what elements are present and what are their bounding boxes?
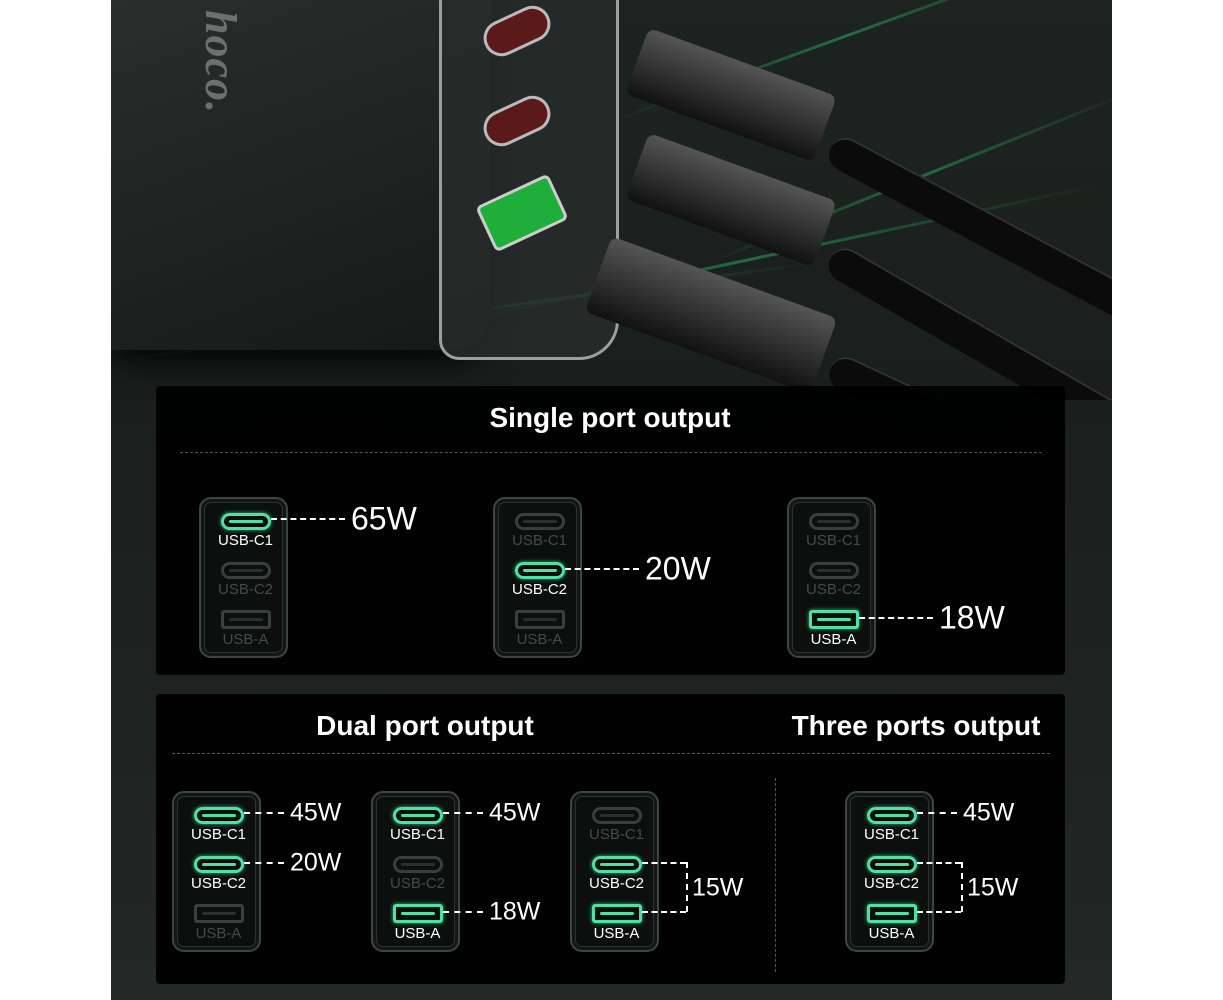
usb-c1-port bbox=[477, 0, 557, 63]
usb-a-port-icon bbox=[867, 904, 917, 923]
usb-a-port-icon bbox=[194, 904, 244, 923]
usb-c-port-icon bbox=[221, 513, 271, 530]
port-label: USB-C1 bbox=[217, 532, 273, 549]
port-label: USB-C2 bbox=[863, 875, 919, 892]
port-label: USB-C2 bbox=[588, 875, 644, 892]
port-label: USB-C1 bbox=[805, 532, 861, 549]
port-label: USB-C2 bbox=[389, 875, 445, 892]
usb-a-port-icon bbox=[809, 610, 859, 629]
connector-line bbox=[917, 862, 961, 864]
connector-line bbox=[642, 862, 686, 864]
port-label: USB-A bbox=[516, 631, 563, 648]
three-ports-title: Three ports output bbox=[791, 710, 1041, 741]
wattage-label: 45W bbox=[489, 798, 541, 827]
connector-line bbox=[642, 911, 686, 913]
cable bbox=[823, 131, 1112, 332]
connector-line bbox=[244, 812, 284, 814]
divider bbox=[180, 452, 1042, 453]
usb-c-port-icon bbox=[393, 807, 443, 824]
port-label: USB-A bbox=[593, 925, 640, 942]
divider bbox=[172, 753, 1050, 754]
connector-line bbox=[244, 862, 284, 864]
port-label: USB-A bbox=[222, 631, 269, 648]
connector-line bbox=[443, 812, 483, 814]
connector-line bbox=[917, 812, 957, 814]
wattage-label: 18W bbox=[939, 599, 1005, 636]
port-label: USB-C2 bbox=[511, 581, 567, 598]
port-label: USB-C1 bbox=[863, 826, 919, 843]
usb-c-port-icon bbox=[393, 856, 443, 873]
charger-body: hoco. bbox=[111, 0, 491, 350]
port-label: USB-C2 bbox=[217, 581, 273, 598]
charger-hero-image: hoco. bbox=[111, 0, 1112, 400]
usb-a-port-icon bbox=[592, 904, 642, 923]
connector-bracket bbox=[686, 862, 688, 912]
multi-port-panel: Dual port output Three ports output USB-… bbox=[156, 694, 1065, 984]
usb-a-port-icon bbox=[221, 610, 271, 629]
port-label: USB-C1 bbox=[511, 532, 567, 549]
wattage-label: 20W bbox=[645, 550, 711, 587]
wattage-label: 45W bbox=[290, 798, 342, 827]
dual-port-title: Dual port output bbox=[316, 710, 534, 741]
usb-c-port-icon bbox=[221, 562, 271, 579]
usb-c-port-icon bbox=[194, 807, 244, 824]
usb-a-port-icon bbox=[393, 904, 443, 923]
usb-c-port-icon bbox=[592, 856, 642, 873]
connector-line bbox=[443, 911, 483, 913]
usb-c-port-icon bbox=[515, 562, 565, 579]
wattage-label: 18W bbox=[489, 897, 541, 926]
port-label: USB-C2 bbox=[190, 875, 246, 892]
port-label: USB-C2 bbox=[805, 581, 861, 598]
usb-a-port bbox=[475, 173, 569, 253]
connector-line bbox=[859, 617, 933, 619]
transparent-port-face bbox=[439, 0, 619, 360]
section-divider bbox=[775, 778, 776, 972]
single-port-title: Single port output bbox=[489, 402, 731, 433]
connector-line bbox=[917, 911, 961, 913]
wattage-label: 20W bbox=[290, 848, 342, 877]
usb-c-port-icon bbox=[809, 562, 859, 579]
wattage-label: 65W bbox=[351, 500, 417, 537]
brand-logo: hoco. bbox=[196, 10, 245, 114]
port-label: USB-A bbox=[195, 925, 242, 942]
connector-line bbox=[271, 518, 345, 520]
connector-bracket bbox=[961, 862, 963, 912]
port-label: USB-A bbox=[868, 925, 915, 942]
usb-c-port-icon bbox=[867, 856, 917, 873]
wattage-label: 15W bbox=[967, 873, 1019, 901]
connector-line bbox=[565, 568, 639, 570]
port-label: USB-A bbox=[810, 631, 857, 648]
usb-c2-port bbox=[477, 89, 557, 153]
wattage-label: 15W bbox=[692, 873, 744, 901]
usb-c-port-icon bbox=[194, 856, 244, 873]
port-label: USB-C1 bbox=[588, 826, 644, 843]
usb-a-port-icon bbox=[515, 610, 565, 629]
usb-c-port-icon bbox=[592, 807, 642, 824]
usb-c-port-icon bbox=[809, 513, 859, 530]
port-label: USB-C1 bbox=[190, 826, 246, 843]
usb-c-port-icon bbox=[515, 513, 565, 530]
wattage-label: 45W bbox=[963, 798, 1015, 827]
usb-c-port-icon bbox=[867, 807, 917, 824]
port-label: USB-A bbox=[394, 925, 441, 942]
port-label: USB-C1 bbox=[389, 826, 445, 843]
